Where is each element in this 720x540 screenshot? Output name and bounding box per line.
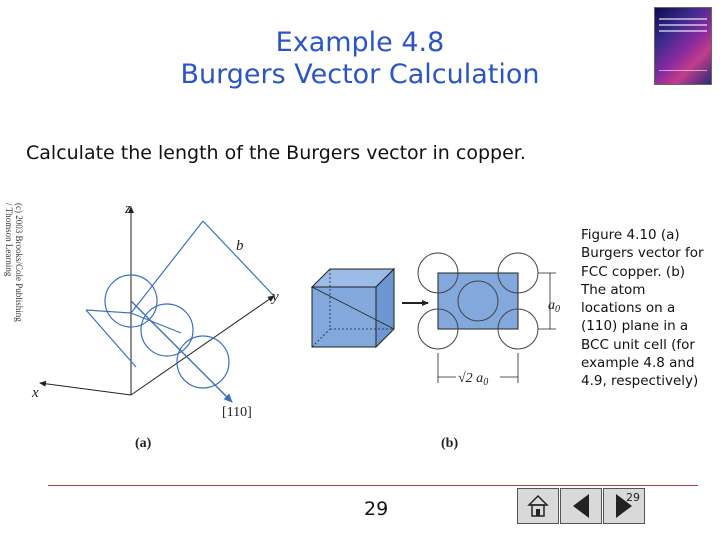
nav-slide-number: 29 [626,491,640,504]
next-arrow-icon [616,494,632,518]
slide-title-line1: Example 4.8 [275,27,445,58]
atom-circle [104,274,158,328]
x-axis [39,380,132,396]
figure-caption: Figure 4.10 (a) Burgers vector for FCC c… [581,227,704,390]
textbook-cover-image [654,7,712,85]
home-button[interactable] [517,488,559,524]
label-z: z [124,201,131,217]
footer-divider [48,485,698,486]
label-panel-b: (b) [441,436,458,451]
atom-circle [176,335,230,389]
label-110: [110] [222,405,252,420]
burgers-vector-figure: z b y x [110] (a) a0 √2 a0 (b) [31,201,560,451]
home-icon [527,494,549,517]
bcc-cube-diagram [310,267,396,349]
previous-slide-button[interactable] [560,488,602,524]
problem-statement: Calculate the length of the Burgers vect… [26,142,526,164]
page-number: 29 [364,498,389,520]
atom-circle [140,303,194,357]
atom-plane-diagram: a0 √2 a0 (b) [417,252,560,451]
label-root2-a0: √2 a0 [458,371,488,388]
label-panel-a: (a) [135,436,152,451]
copyright-notice: (c) 2003 Brooks/Cole Publishing / Thomso… [4,203,24,322]
burgers-vector-arrow [130,300,233,403]
label-y: y [270,289,279,305]
label-x: x [31,385,39,401]
slide-title-line2: Burgers Vector Calculation [180,59,540,90]
label-a0: a0 [548,298,560,315]
label-b: b [236,238,244,254]
next-slide-button[interactable]: 29 [603,488,645,524]
y-axis [130,295,275,396]
prev-arrow-icon [573,494,589,518]
panel-a-diagram: z b y x [110] (a) [31,201,279,451]
